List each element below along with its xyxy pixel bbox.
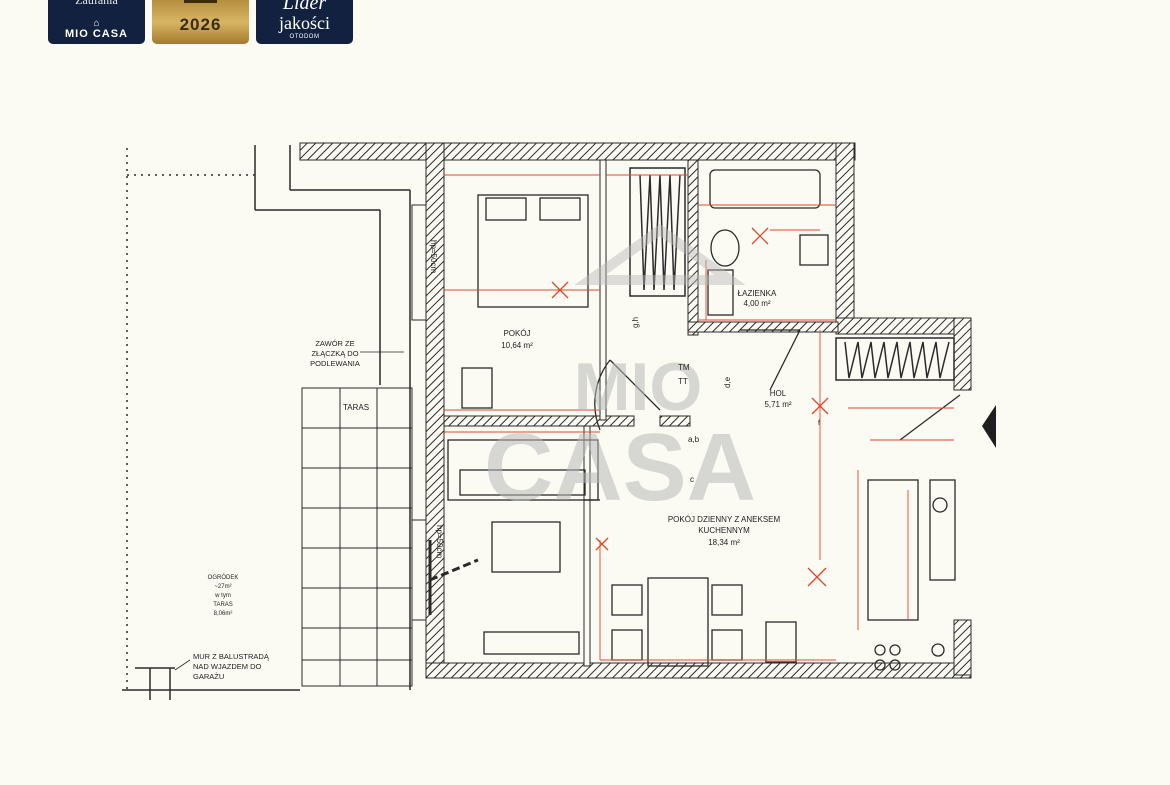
room-pokoj-area: 10,64 m² — [501, 341, 533, 350]
badge-zaufania: Zaufania ⌂ MIO CASA — [48, 0, 145, 44]
light-points — [551, 227, 829, 587]
plan-notes: ZAWÓR ZE ZŁĄCZKĄ DO PODLEWANIA MUR Z BAL… — [174, 339, 404, 681]
note-mur-2: NAD WJAZDEM DO — [193, 662, 261, 671]
badge-2026: 2026 — [152, 0, 249, 44]
watermark: MIO CASA — [484, 223, 756, 521]
mark-hp-top: hp=50cm — [429, 240, 438, 273]
badge-script-text: Lider — [282, 0, 327, 14]
room-labels: POKÓJ 10,64 m² ŁAZIENKA 4,00 m² HOL 5,71… — [208, 289, 792, 617]
room-lazienka-area: 4,00 m² — [743, 299, 770, 308]
house-icon: ⌂ — [93, 18, 100, 29]
garden-boundary — [122, 145, 411, 700]
badge-year: 2026 — [179, 15, 222, 34]
mark-c: c — [690, 475, 694, 484]
room-ogrodek-line3: w tym — [214, 593, 231, 599]
switch-marks: g,h d,e a,b c TM TT f hp=50cm hp=50cm — [429, 240, 820, 558]
entrance-arrow-icon — [982, 405, 996, 448]
room-ogrodek-line5: 8,06m² — [214, 611, 233, 617]
award-badges: Zaufania ⌂ MIO CASA 2026 Lider jakości O… — [48, 0, 353, 44]
mark-hp: hp=50cm — [435, 525, 444, 558]
terrace-tiles — [301, 387, 413, 687]
room-hol-name: HOL — [770, 389, 787, 398]
mark-ab: a,b — [688, 435, 700, 444]
room-pokoj-name: POKÓJ — [503, 329, 530, 338]
wardrobes — [629, 167, 955, 381]
room-dzienny-line1: POKÓJ DZIENNY Z ANEKSEM — [668, 515, 781, 524]
furniture — [447, 169, 956, 671]
badge-ribbon — [183, 0, 218, 3]
badge-lider: Lider jakości OTODOM — [256, 0, 353, 44]
room-ogrodek-line1: OGRÓDEK — [208, 574, 239, 581]
note-zawor-3: PODLEWANIA — [310, 359, 360, 368]
badge-top-text: Zaufania — [75, 0, 118, 7]
note-mur-3: GARAŻU — [193, 672, 224, 681]
room-hol-area: 5,71 m² — [764, 400, 791, 409]
doors — [428, 329, 961, 615]
watermark-line1: MIO — [574, 349, 702, 425]
room-dzienny-line2: KUCHENNYM — [698, 526, 750, 535]
room-ogrodek-line4: TARAS — [213, 602, 233, 608]
dimension-lines — [444, 174, 954, 661]
mark-tm: TM — [678, 363, 690, 372]
badge-small-text: OTODOM — [289, 34, 320, 40]
badge-big-text: jakości — [279, 13, 330, 33]
watermark-line2: CASA — [484, 414, 756, 521]
note-mur-1: MUR Z BALUSTRADĄ — [193, 652, 270, 661]
room-taras-name: TARAS — [343, 403, 369, 412]
room-dzienny-area: 18,34 m² — [708, 538, 740, 547]
room-lazienka-name: ŁAZIENKA — [738, 289, 777, 298]
room-ogrodek-line2: ~27m² — [214, 584, 231, 590]
mark-tt: TT — [678, 377, 688, 386]
mark-f: f — [818, 420, 820, 427]
mark-gh: g,h — [631, 317, 640, 328]
note-zawor-1: ZAWÓR ZE — [315, 339, 354, 348]
note-zawor-2: ZŁĄCZKĄ DO — [311, 349, 358, 358]
badge-logo-text: MIO CASA — [65, 28, 128, 40]
mark-de: d,e — [723, 376, 732, 388]
